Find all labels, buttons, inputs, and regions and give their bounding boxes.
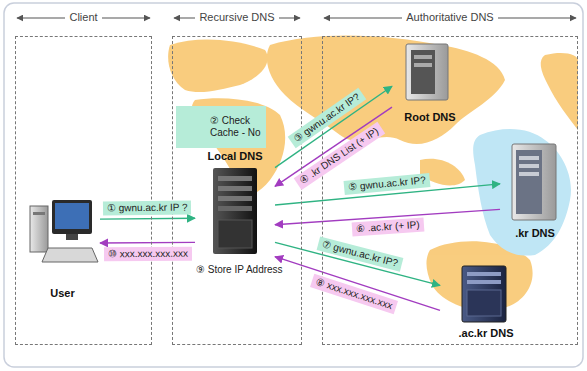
message-label: ① gwnu.ac.kr IP ?: [103, 200, 192, 215]
server-body: [213, 168, 257, 254]
server-slot: [519, 164, 539, 168]
node-label: User: [50, 287, 74, 300]
server-front: [516, 150, 542, 214]
korea-map: [473, 129, 571, 256]
dashed-region-border: [172, 36, 302, 345]
server-slot: [519, 172, 539, 176]
message-arrow: [100, 242, 195, 244]
world-map: [168, 36, 578, 311]
server-slot: [218, 186, 252, 191]
node-label: Root DNS: [404, 111, 455, 124]
user-computer-icon: [30, 200, 98, 262]
pc-tower: [30, 206, 48, 252]
client-region: ClientUser: [15, 6, 152, 345]
region-title: Authoritative DNS: [402, 11, 497, 23]
region-title: Recursive DNS: [195, 11, 278, 23]
kr-dns-server: .kr DNS: [500, 138, 570, 240]
server-slot: [218, 206, 252, 211]
root-dns-server: Root DNS: [392, 40, 468, 124]
message-label: ⑤ gwnu.ac.kr IP?: [343, 174, 430, 196]
region-heading: Recursive DNS: [172, 11, 302, 24]
region-title: Client: [65, 11, 101, 23]
message-label: ⑩ xxx.xxx.xxx.xxx: [104, 246, 192, 261]
outer-frame: [4, 3, 583, 367]
ac-kr-dns-server: .ac.kr DNS: [440, 262, 532, 340]
step-text: ② Check Cache - No: [210, 115, 262, 139]
region-heading: Authoritative DNS: [322, 11, 578, 24]
server-front: [411, 50, 435, 94]
message-label: ⑥ .ac.kr (+ IP): [352, 218, 424, 237]
pc-drive: [33, 212, 45, 215]
message-label: ⑦ gwnu.ac.kr IP?: [317, 237, 404, 272]
dashed-region-border: [15, 36, 152, 345]
server-slot: [414, 63, 432, 67]
server-body: [512, 144, 556, 220]
node-label: .ac.kr DNS: [458, 327, 513, 340]
message-arrow: [100, 217, 195, 219]
step-box: ② Check Cache - No: [176, 106, 266, 148]
region-heading: Client: [15, 11, 152, 24]
server-slot: [414, 55, 432, 59]
monitor-frame: [52, 200, 92, 234]
step-note: ⑨ Store IP Address: [194, 264, 285, 276]
keyboard: [42, 248, 98, 262]
monitor-stand: [66, 234, 78, 240]
server-slot: [519, 156, 539, 160]
local-dns-server-icon: [213, 168, 257, 254]
root-dns-server-icon: [406, 44, 448, 100]
continent: [168, 40, 268, 93]
kr-dns-server-icon: [512, 144, 556, 220]
server-slot: [467, 272, 501, 276]
monitor-screen: [55, 203, 89, 229]
server-grille: [467, 290, 501, 316]
server-slot: [218, 196, 252, 201]
server-grille: [218, 220, 252, 248]
server-body: [462, 266, 506, 322]
server-body: [406, 44, 448, 100]
server-slot: [218, 176, 252, 181]
message-label: ⑧ xxx.xxx.xxx.xxx: [310, 274, 398, 315]
continent: [541, 53, 578, 130]
server-slot: [467, 280, 501, 284]
recursive-region: Recursive DNS ② Check Cache - No Local DNS: [172, 6, 302, 345]
node-label: .kr DNS: [515, 227, 555, 240]
local-dns-server: Local DNS: [195, 150, 275, 260]
connectors: [100, 86, 500, 310]
user-computer: User: [25, 195, 100, 300]
node-label: Local DNS: [207, 150, 262, 163]
ac-kr-dns-server-icon: [462, 266, 506, 322]
